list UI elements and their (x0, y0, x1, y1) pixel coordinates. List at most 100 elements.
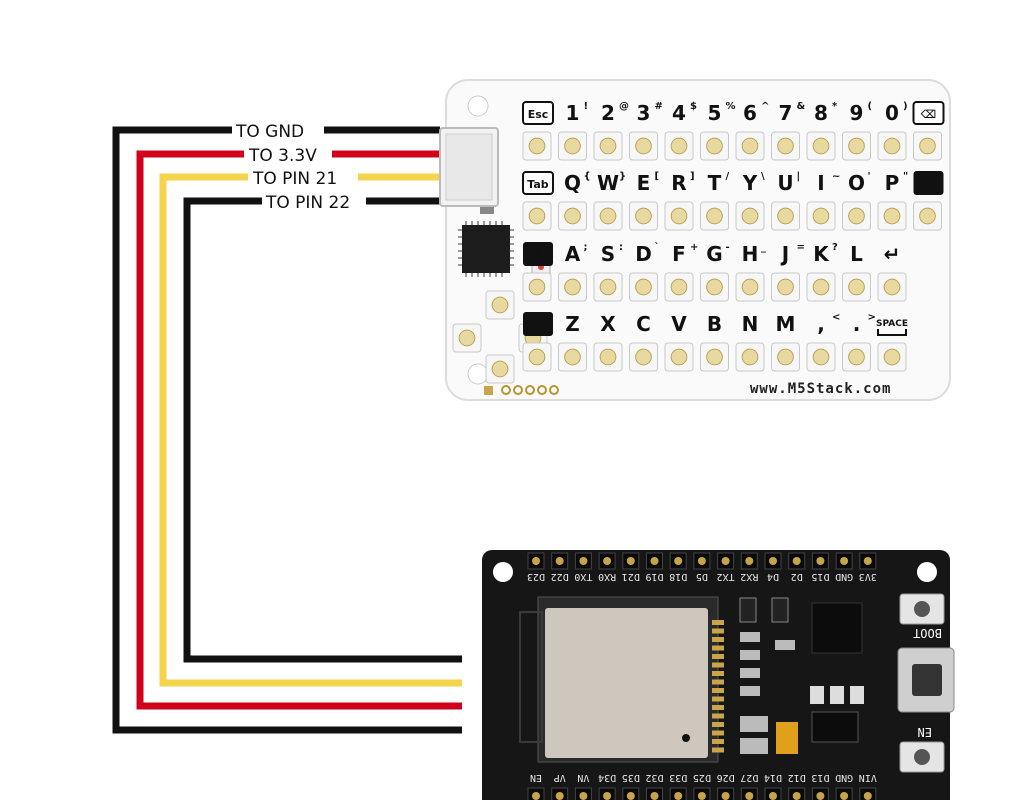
key-label-2-7: J= (780, 242, 805, 266)
key-label-1-11: fn (913, 171, 944, 195)
tactile-switch[interactable] (593, 342, 623, 372)
tactile-switch[interactable] (522, 201, 552, 231)
svg-text:": " (903, 171, 908, 182)
tactile-switch[interactable] (629, 272, 658, 302)
tactile-switch[interactable] (842, 131, 871, 161)
svg-text:D5: D5 (696, 571, 708, 582)
tactile-switch[interactable] (735, 131, 765, 161)
svg-text:*: * (832, 101, 838, 112)
svg-text:/: / (726, 171, 730, 182)
svg-text:3: 3 (637, 101, 651, 125)
tactile-switch[interactable] (806, 342, 836, 372)
tactile-switch[interactable] (629, 342, 658, 372)
header-pin-d15: D15 (811, 552, 829, 582)
mount-hole (493, 562, 513, 582)
tactile-switch[interactable] (522, 131, 552, 161)
tactile-switch[interactable] (485, 290, 515, 320)
tactile-switch[interactable] (913, 201, 942, 231)
key-label-3-5: B (707, 312, 722, 336)
tactile-switch[interactable] (629, 201, 658, 231)
tactile-switch[interactable] (806, 131, 836, 161)
tactile-switch[interactable] (629, 131, 658, 161)
svg-text:F: F (672, 242, 686, 266)
svg-text:;: ; (584, 242, 588, 253)
svg-text:(: ( (868, 101, 873, 112)
svg-text:\: \ (761, 171, 765, 182)
wires: TO GND TO 3.3V TO PIN 21 TO PIN 22 (112, 120, 462, 734)
tactile-switch[interactable] (735, 201, 765, 231)
key-label-0-7: 7& (779, 101, 806, 125)
tactile-switch[interactable] (771, 201, 800, 231)
svg-text:H: H (742, 242, 759, 266)
header-pin-d27: D27 (740, 772, 758, 800)
key-label-1-7: U| (777, 171, 800, 195)
svg-text:': ' (868, 171, 871, 182)
tactile-switch[interactable] (664, 342, 694, 372)
tactile-switch[interactable] (806, 272, 836, 302)
tactile-switch[interactable] (522, 342, 552, 372)
tactile-switch[interactable] (700, 201, 729, 231)
tactile-switch[interactable] (771, 131, 800, 161)
usb-uart-chip (811, 602, 863, 654)
tactile-switch[interactable] (664, 131, 694, 161)
tactile-switch[interactable] (700, 131, 729, 161)
tactile-switch[interactable] (593, 201, 623, 231)
tactile-switch[interactable] (771, 342, 800, 372)
header-pin-en: EN (527, 772, 545, 800)
svg-text:T: T (708, 171, 722, 195)
key-label-0-8: 8* (814, 101, 838, 125)
key-label-0-0: Esc (522, 101, 554, 125)
svg-text:N: N (742, 312, 759, 336)
key-label-2-3: D` (635, 241, 659, 266)
tactile-switch[interactable] (558, 201, 587, 231)
tactile-switch[interactable] (735, 342, 765, 372)
tactile-switch[interactable] (877, 131, 907, 161)
tactile-switch[interactable] (558, 342, 587, 372)
header-pin-d34: D34 (598, 772, 616, 800)
svg-text:1: 1 (566, 101, 580, 125)
svg-text:↵: ↵ (884, 242, 901, 266)
tactile-switch[interactable] (593, 131, 623, 161)
tactile-switch[interactable] (842, 342, 871, 372)
key-label-1-0: Tab (522, 171, 554, 195)
header-pin-gnd: GND (835, 772, 853, 800)
tactile-switch[interactable] (664, 201, 694, 231)
svg-text:V: V (671, 312, 687, 336)
tactile-switch[interactable] (877, 342, 907, 372)
tactile-switch[interactable] (452, 323, 482, 353)
svg-text:E: E (637, 171, 651, 195)
tactile-switch[interactable] (771, 272, 800, 302)
svg-text:Sym: Sym (525, 319, 552, 332)
tactile-switch[interactable] (877, 272, 907, 302)
tactile-switch[interactable] (485, 354, 515, 384)
tactile-switch[interactable] (913, 131, 942, 161)
key-label-2-5: G- (706, 242, 729, 266)
key-label-3-7: M (776, 312, 796, 336)
tactile-switch[interactable] (558, 272, 587, 302)
svg-text:!: ! (584, 101, 589, 112)
svg-text:⇧: ⇧ (532, 245, 545, 263)
tactile-switch[interactable] (593, 272, 623, 302)
tactile-switch[interactable] (700, 272, 729, 302)
tactile-switch[interactable] (877, 201, 907, 231)
svg-text:): ) (903, 101, 908, 112)
key-label-1-2: W} (597, 171, 626, 195)
tactile-switch[interactable] (735, 272, 765, 302)
header-pin-d32: D32 (645, 772, 664, 800)
tactile-switch[interactable] (522, 272, 552, 302)
tactile-switch[interactable] (558, 131, 587, 161)
tactile-switch[interactable] (842, 201, 871, 231)
svg-text:@: @ (619, 101, 629, 112)
tactile-switch[interactable] (700, 342, 729, 372)
svg-text:D34: D34 (598, 772, 616, 783)
svg-text:D35: D35 (622, 772, 640, 783)
tactile-switch[interactable] (842, 272, 871, 302)
key-label-3-2: X (600, 312, 616, 336)
tactile-switch[interactable] (806, 201, 836, 231)
svg-text:TX0: TX0 (574, 571, 592, 582)
tactile-switch[interactable] (664, 272, 694, 302)
svg-text:D23: D23 (527, 571, 545, 582)
